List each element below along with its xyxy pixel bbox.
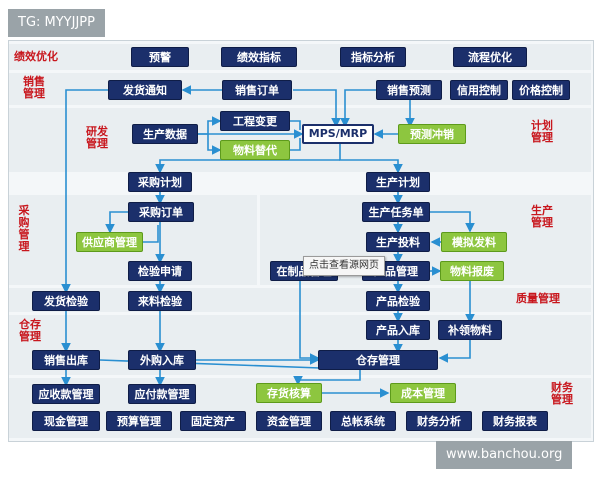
node-caiwu-fenxi: 财务分析	[406, 411, 472, 431]
watermark-bottom-right: www.banchou.org	[436, 441, 573, 469]
node-shengchan-shuju: 生产数据	[132, 124, 198, 144]
node-zijin: 资金管理	[256, 411, 322, 431]
node-yingshou: 应收款管理	[32, 384, 100, 404]
node-gongyingshang-guanli: 供应商管理	[76, 232, 143, 252]
section-rnd: 研发管理	[86, 125, 108, 150]
node-yusuan: 预算管理	[106, 411, 172, 431]
node-fahuo-tongzhi: 发货通知	[108, 80, 182, 100]
section-purchase: 采购管理	[18, 204, 30, 253]
node-caigou-jihua: 采购计划	[128, 172, 192, 192]
section-warehouse: 仓存管理	[19, 318, 41, 343]
node-buling-wuliao: 补领物料	[438, 320, 502, 340]
node-zhibiao-fenxi: 指标分析	[340, 47, 406, 67]
node-shengchan-jihua: 生产计划	[366, 172, 430, 192]
node-gongcheng-biangeng: 工程变更	[220, 111, 290, 131]
node-caigou-dingdan: 采购订单	[128, 202, 194, 222]
node-shengchan-touliao: 生产投料	[366, 232, 430, 252]
view-source-tooltip[interactable]: 点击查看源网页	[303, 256, 385, 276]
node-xiaoshou-yuce: 销售预测	[376, 80, 442, 100]
node-xianjin: 现金管理	[32, 411, 100, 431]
node-waigou-ruku: 外购入库	[128, 350, 196, 370]
section-plan: 计划管理	[531, 119, 553, 144]
node-wuliao-tidai: 物料替代	[220, 140, 290, 160]
node-laoliao-jianyan: 来料检验	[128, 291, 192, 311]
node-cangcun-guanli: 仓存管理	[318, 350, 438, 370]
node-caiwu-baobiao: 财务报表	[482, 411, 548, 431]
node-liucheng-youhua: 流程优化	[453, 47, 527, 67]
section-quality: 质量管理	[516, 292, 560, 305]
node-yuce-chongxiao: 预测冲销	[398, 124, 466, 144]
node-chanpin-ruku: 产品入库	[366, 320, 430, 340]
node-mps-mrp: MPS/MRP	[302, 124, 374, 144]
node-xiaoshou-chuku: 销售出库	[32, 350, 100, 370]
node-zongzhang: 总帐系统	[330, 411, 396, 431]
watermark-top-left: TG: MYYJJPP	[8, 9, 105, 37]
node-yujing: 预警	[131, 47, 189, 67]
node-guding-zichan: 固定资产	[180, 411, 246, 431]
node-moni-faliao: 模拟发料	[441, 232, 507, 252]
section-perf: 绩效优化	[14, 50, 58, 63]
node-cunhuo-hesuan: 存货核算	[256, 383, 322, 403]
node-chanpin-jianyan: 产品检验	[366, 291, 430, 311]
node-xiaoshou-dingdan: 销售订单	[222, 80, 292, 100]
section-sales: 销售管理	[23, 75, 45, 100]
node-fahuo-jianyan: 发货检验	[32, 291, 100, 311]
node-yingfu: 应付款管理	[128, 384, 196, 404]
node-xinyong-kongzhi: 信用控制	[450, 80, 508, 100]
node-wuliao-baofei: 物料报废	[440, 261, 504, 281]
node-chengben-guanli: 成本管理	[390, 383, 456, 403]
node-jiage-kongzhi: 价格控制	[512, 80, 570, 100]
node-jixiao-zhibiao: 绩效指标	[221, 47, 297, 67]
section-finance: 财务管理	[551, 381, 573, 406]
node-shengchan-renwudan: 生产任务单	[362, 202, 430, 222]
node-jianyan-shenqing: 检验申请	[128, 261, 192, 281]
section-production: 生产管理	[531, 204, 553, 229]
